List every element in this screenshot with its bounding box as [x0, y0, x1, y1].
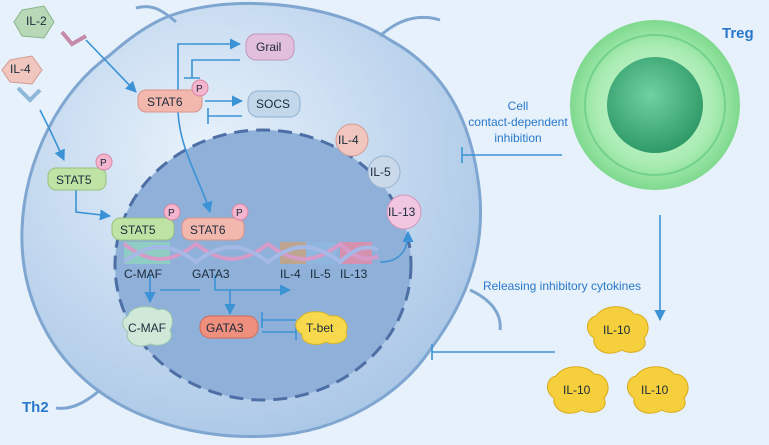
grail-label: Grail — [256, 40, 281, 54]
nucleus — [113, 128, 413, 402]
cmaf-protein: C-MAF — [122, 306, 173, 347]
arrow-stat6-grail — [177, 38, 242, 90]
tbet-protein: T-bet — [295, 311, 348, 345]
cmaf-protein-label: C-MAF — [128, 321, 166, 335]
il4-label: IL-4 — [10, 62, 31, 76]
stat5-cytoplasm: STAT5 P — [47, 153, 113, 191]
il5-secreted: IL-5 — [367, 155, 401, 189]
il2-cytokine: IL-2 — [13, 5, 55, 39]
stat6-nucleus: STAT6 P — [181, 203, 249, 241]
gata3-protein: GATA3 — [199, 315, 259, 339]
il4-receptor — [16, 86, 42, 103]
arrow-stat5-nucleus — [75, 190, 112, 221]
il10-cytokine: IL-10 — [587, 306, 649, 354]
il10-label-2: IL-10 — [563, 383, 591, 397]
il13-secreted-label: IL-13 — [388, 205, 416, 219]
phospho-badge: P — [100, 158, 107, 169]
inhibit-tbet-gata3 — [261, 312, 296, 328]
il4-secreted-label: IL-4 — [338, 133, 359, 147]
treg-label: Treg — [722, 25, 754, 42]
gene-il13: IL-13 — [340, 267, 368, 281]
arrow-il2-stat6 — [85, 39, 137, 93]
il2-receptor — [60, 30, 87, 47]
inhibition-lines — [184, 59, 562, 360]
treg-cell — [570, 20, 740, 190]
gata3-protein-label: GATA3 — [206, 321, 244, 335]
contact-line-3: inhibition — [494, 131, 541, 145]
stat5-label: STAT5 — [56, 173, 92, 187]
socs-label: SOCS — [256, 97, 290, 111]
release-text: Releasing inhibitory cytokines — [483, 279, 641, 293]
arrow-gata3-il — [214, 275, 292, 296]
arrow-stat6-nucleus — [177, 111, 213, 214]
phospho-badge: P — [168, 208, 175, 219]
il10-cytokine: IL-10 — [547, 366, 609, 414]
il5-secreted-label: IL-5 — [370, 165, 391, 179]
il13-secreted: IL-13 — [386, 194, 422, 230]
contact-inhibition-text: Cell contact-dependent inhibition — [468, 99, 568, 145]
stat5-nuc-label: STAT5 — [120, 223, 156, 237]
arrow-il13-out — [379, 230, 414, 263]
il4-secreted: IL-4 — [335, 123, 369, 157]
contact-line-1: Cell — [508, 99, 529, 113]
il10-label-3: IL-10 — [641, 383, 669, 397]
il2-label: IL-2 — [26, 14, 47, 28]
il4-cytokine: IL-4 — [1, 55, 43, 85]
th2-label: Th2 — [22, 399, 49, 416]
phospho-badge: P — [196, 84, 203, 95]
stat6-nuc-label: STAT6 — [190, 223, 226, 237]
dna-helix — [122, 241, 379, 265]
socs-protein: SOCS — [247, 90, 301, 118]
stat6-cytoplasm: STAT6 P — [137, 79, 209, 113]
inhibit-grail-stat6 — [184, 59, 240, 79]
inhibit-cytokines — [431, 344, 555, 360]
inhibit-socs-stat6 — [207, 108, 242, 124]
stat5-nucleus: STAT5 P — [111, 203, 181, 241]
tbet-label: T-bet — [306, 321, 334, 335]
il10-cytokine: IL-10 — [627, 366, 689, 414]
contact-line-2: contact-dependent — [468, 115, 568, 129]
gene-cmaf: C-MAF — [124, 267, 162, 281]
arrow-il4-stat5 — [39, 109, 65, 162]
phospho-badge: P — [236, 208, 243, 219]
pathway-arrows — [39, 38, 666, 322]
inhibit-contact — [461, 147, 562, 163]
gene-il5: IL-5 — [310, 267, 331, 281]
grail-protein: Grail — [245, 33, 295, 61]
gene-il4: IL-4 — [280, 267, 301, 281]
il10-label-1: IL-10 — [603, 323, 631, 337]
gene-gata3: GATA3 — [192, 267, 230, 281]
stat6-label: STAT6 — [147, 95, 183, 109]
